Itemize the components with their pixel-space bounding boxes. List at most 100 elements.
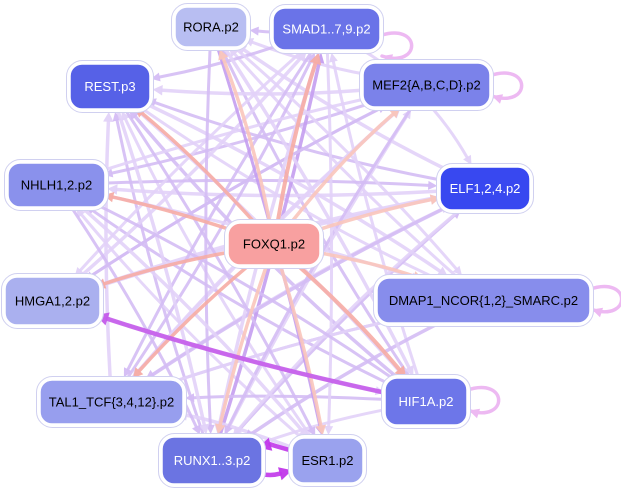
edge-line (192, 394, 384, 401)
node-label: FOXQ1.p2 (243, 236, 305, 251)
node-box (362, 62, 491, 108)
arrowhead-icon (428, 180, 438, 190)
edge-line (106, 178, 430, 187)
arrowhead-icon (103, 112, 114, 122)
arrowhead-icon (492, 94, 504, 104)
edge-line (116, 109, 206, 427)
node-label: NHLH1,2.p2 (21, 177, 93, 192)
edge-SMAD-ESR1 (324, 51, 334, 435)
node-box (291, 437, 364, 484)
self-loop-line (464, 385, 501, 415)
edge-line (126, 59, 313, 380)
edge-line (141, 100, 442, 273)
node-label: REST.p3 (84, 79, 135, 94)
node-SMAD[interactable]: SMAD1..7,9.p2 (269, 4, 384, 54)
edge-line (153, 101, 442, 182)
self-loop-MEF2 (487, 71, 524, 104)
edge-line (317, 251, 416, 278)
node-FOXQ1[interactable]: FOXQ1.p2 (224, 219, 324, 269)
node-NHLH[interactable]: NHLH1,2.p2 (4, 159, 109, 211)
node-label: RORA.p2 (183, 19, 239, 34)
node-label: DMAP1_NCOR{1,2}_SMARC.p2 (389, 293, 578, 308)
node-box (272, 7, 381, 51)
edge-FOXQ1-ESR1 (279, 265, 326, 436)
node-label: TAL1_TCF{3,4,12}.p2 (49, 394, 175, 409)
node-box (69, 63, 151, 110)
arrowhead-icon (218, 49, 229, 61)
edge-TAL1-REST (103, 112, 114, 379)
arrowhead-icon (469, 408, 481, 419)
arrowhead-icon (307, 426, 316, 437)
arrowhead-icon (121, 111, 130, 122)
node-box (4, 276, 101, 326)
edge-line (160, 88, 364, 96)
node-label: ESR1.p2 (301, 453, 353, 468)
node-box (227, 222, 321, 266)
edge-FOXQ1-RORA (218, 49, 272, 222)
arrowhead-icon (324, 425, 334, 435)
edge-line (105, 316, 387, 395)
node-label: MEF2{A,B,C,D}.p2 (372, 77, 480, 92)
node-label: HIF1A.p2 (399, 394, 454, 409)
edge-line (249, 321, 440, 436)
edge-FOXQ1-RUNX (215, 265, 268, 435)
edges-layer (70, 26, 472, 481)
arrowhead-icon (215, 423, 226, 435)
arrowhead-icon (309, 52, 322, 66)
edge-line (110, 99, 378, 175)
edge-FOXQ1-SMAD (276, 52, 322, 223)
node-box (7, 162, 106, 208)
edge-line (295, 263, 402, 372)
edge-line (111, 195, 236, 233)
edge-line (151, 203, 453, 377)
arrowhead-icon (452, 265, 462, 276)
self-loop-line (587, 284, 621, 314)
arrowhead-icon (132, 367, 144, 379)
self-loop-line (377, 31, 414, 60)
edge-line (158, 42, 285, 79)
node-REST[interactable]: REST.p3 (66, 60, 154, 113)
node-DMAP[interactable]: DMAP1_NCOR{1,2}_SMARC.p2 (373, 274, 594, 327)
edge-NHLH-ELF (106, 178, 438, 190)
edge-line (140, 111, 256, 224)
node-label: HMGA1,2.p2 (15, 293, 90, 308)
arrowhead-icon (199, 423, 210, 435)
node-TAL1[interactable]: TAL1_TCF{3,4,12}.p2 (36, 376, 187, 428)
node-HIF1A[interactable]: HIF1A.p2 (381, 374, 471, 429)
edge-line (325, 51, 334, 428)
edge-SMAD-TAL1 (123, 50, 313, 378)
arrowhead-icon (592, 307, 604, 318)
arrowhead-icon (463, 154, 472, 165)
edge-line (91, 201, 392, 378)
node-box (39, 379, 184, 425)
arrowhead-icon (224, 424, 233, 435)
edge-line (137, 263, 252, 373)
node-MEF2[interactable]: MEF2{A,B,C,D}.p2 (359, 59, 494, 111)
edge-line (143, 109, 437, 280)
node-RUNX[interactable]: RUNX1..3.p2 (158, 433, 266, 488)
self-loop-DMAP (587, 284, 621, 318)
edge-SMAD-RORA (249, 26, 272, 36)
edge-HIF1A-TAL1 (185, 393, 384, 403)
edge-line (104, 120, 112, 379)
edge-HMGA-SMAD (77, 51, 307, 280)
arrowhead-icon (249, 26, 259, 36)
node-box (439, 166, 531, 211)
arrowhead-icon (404, 365, 414, 377)
node-RORA[interactable]: RORA.p2 (171, 3, 251, 51)
node-label: SMAD1..7,9.p2 (282, 21, 370, 36)
self-loops-layer (377, 31, 621, 419)
edge-REST-DMAP (141, 100, 448, 277)
edge-line (77, 57, 302, 280)
edge-REST-ESR1 (124, 108, 316, 437)
edge-line (126, 50, 313, 371)
node-box (384, 377, 468, 426)
edge-line (91, 209, 393, 387)
edge-line (257, 29, 272, 34)
node-HMGA[interactable]: HMGA1,2.p2 (1, 273, 104, 329)
node-ESR1[interactable]: ESR1.p2 (288, 434, 367, 487)
node-ELF[interactable]: ELF1,2,4.p2 (436, 163, 534, 214)
edge-line (218, 265, 268, 427)
edge-FOXQ1-TAL1 (132, 263, 252, 379)
